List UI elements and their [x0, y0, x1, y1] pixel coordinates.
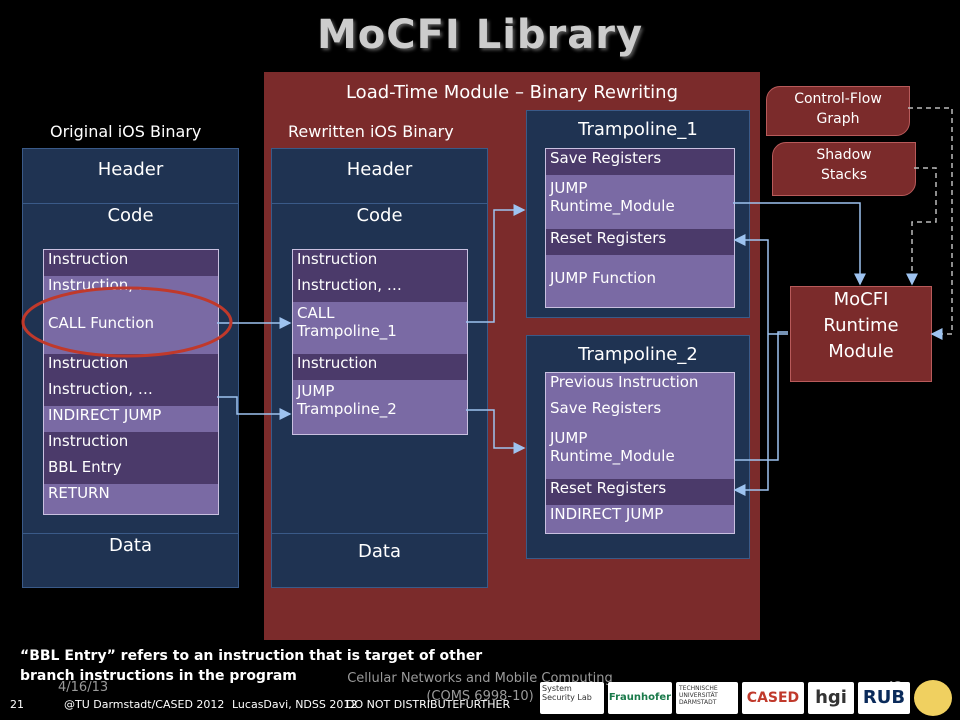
list-item: RETURN	[48, 484, 110, 502]
fraunhofer-logo: Fraunhofer	[608, 682, 672, 714]
list-item: Reset Registers	[546, 479, 734, 505]
trampoline-1-list: Save Registers JUMP Runtime_Module Reset…	[545, 148, 735, 308]
rewritten-binary-label: Rewritten iOS Binary	[288, 122, 454, 141]
cased-logo: CASED	[742, 682, 804, 714]
list-item: JUMP Runtime_Module	[550, 179, 675, 215]
list-item: JUMP Trampoline_2	[297, 382, 397, 418]
list-item: Instruction, …	[44, 380, 218, 406]
footer-slide-no: 21	[10, 698, 24, 711]
slide-title: MoCFI Library	[316, 12, 644, 58]
trampoline-2-title: Trampoline_2	[578, 344, 698, 365]
list-item: Instruction	[44, 432, 218, 458]
shadow-stacks-box: Shadow Stacks	[772, 142, 916, 196]
list-item: INDIRECT JUMP	[550, 505, 664, 523]
list-item: Instruction	[293, 250, 467, 276]
list-item: JUMP Function	[550, 269, 656, 287]
list-item: CALL Function	[48, 314, 155, 332]
list-item: Save Registers	[550, 399, 662, 417]
list-item: Instruction	[44, 250, 218, 276]
footer-notice: DO NOT DISTRIBUTEFURTHER	[346, 698, 511, 711]
trampoline-1-title: Trampoline_1	[578, 119, 698, 140]
list-item: JUMP Runtime_Module	[550, 429, 675, 465]
panel-title: Load-Time Module – Binary Rewriting	[345, 82, 679, 103]
rewritten-instruction-list: Instruction Instruction, … CALL Trampoli…	[292, 249, 468, 435]
rewritten-data: Data	[358, 541, 401, 562]
list-item: Instruction, …	[293, 276, 467, 302]
original-code: Code	[107, 205, 154, 226]
list-item: Reset Registers	[546, 229, 734, 255]
list-item: Instruction	[44, 354, 218, 380]
list-item: Instruction	[293, 354, 467, 380]
trampoline-2-list: Previous Instruction Save Registers JUMP…	[545, 372, 735, 534]
hgi-logo: hgi	[808, 682, 854, 714]
rewritten-code: Code	[356, 205, 403, 226]
rub-logo: RUB	[858, 682, 910, 714]
original-header: Header	[97, 159, 164, 180]
system-security-lab-logo: System Security Lab	[540, 682, 604, 714]
footer-org: @TU Darmstadt/CASED 2012	[64, 698, 225, 711]
rewritten-header: Header	[346, 159, 413, 180]
footer-author: LucasDavi, NDSS 2012	[232, 698, 358, 711]
list-item: INDIRECT JUMP	[48, 406, 162, 424]
list-item: BBL Entry	[44, 458, 218, 484]
footer-date: 4/16/13	[58, 680, 109, 695]
university-seal-icon	[914, 680, 952, 716]
list-item: CALL Trampoline_1	[297, 304, 397, 340]
original-binary-label: Original iOS Binary	[50, 122, 202, 141]
original-data: Data	[109, 535, 152, 556]
list-item: Save Registers	[546, 149, 734, 175]
tu-darmstadt-logo: TECHNISCHE UNIVERSITÄT DARMSTADT	[676, 682, 738, 714]
mocfi-runtime-module: MoCFI Runtime Module	[790, 286, 932, 382]
bbl-footnote: “BBL Entry” refers to an instruction tha…	[20, 648, 483, 684]
control-flow-graph-box: Control-Flow Graph	[766, 86, 910, 136]
list-item: Previous Instruction	[550, 373, 699, 391]
